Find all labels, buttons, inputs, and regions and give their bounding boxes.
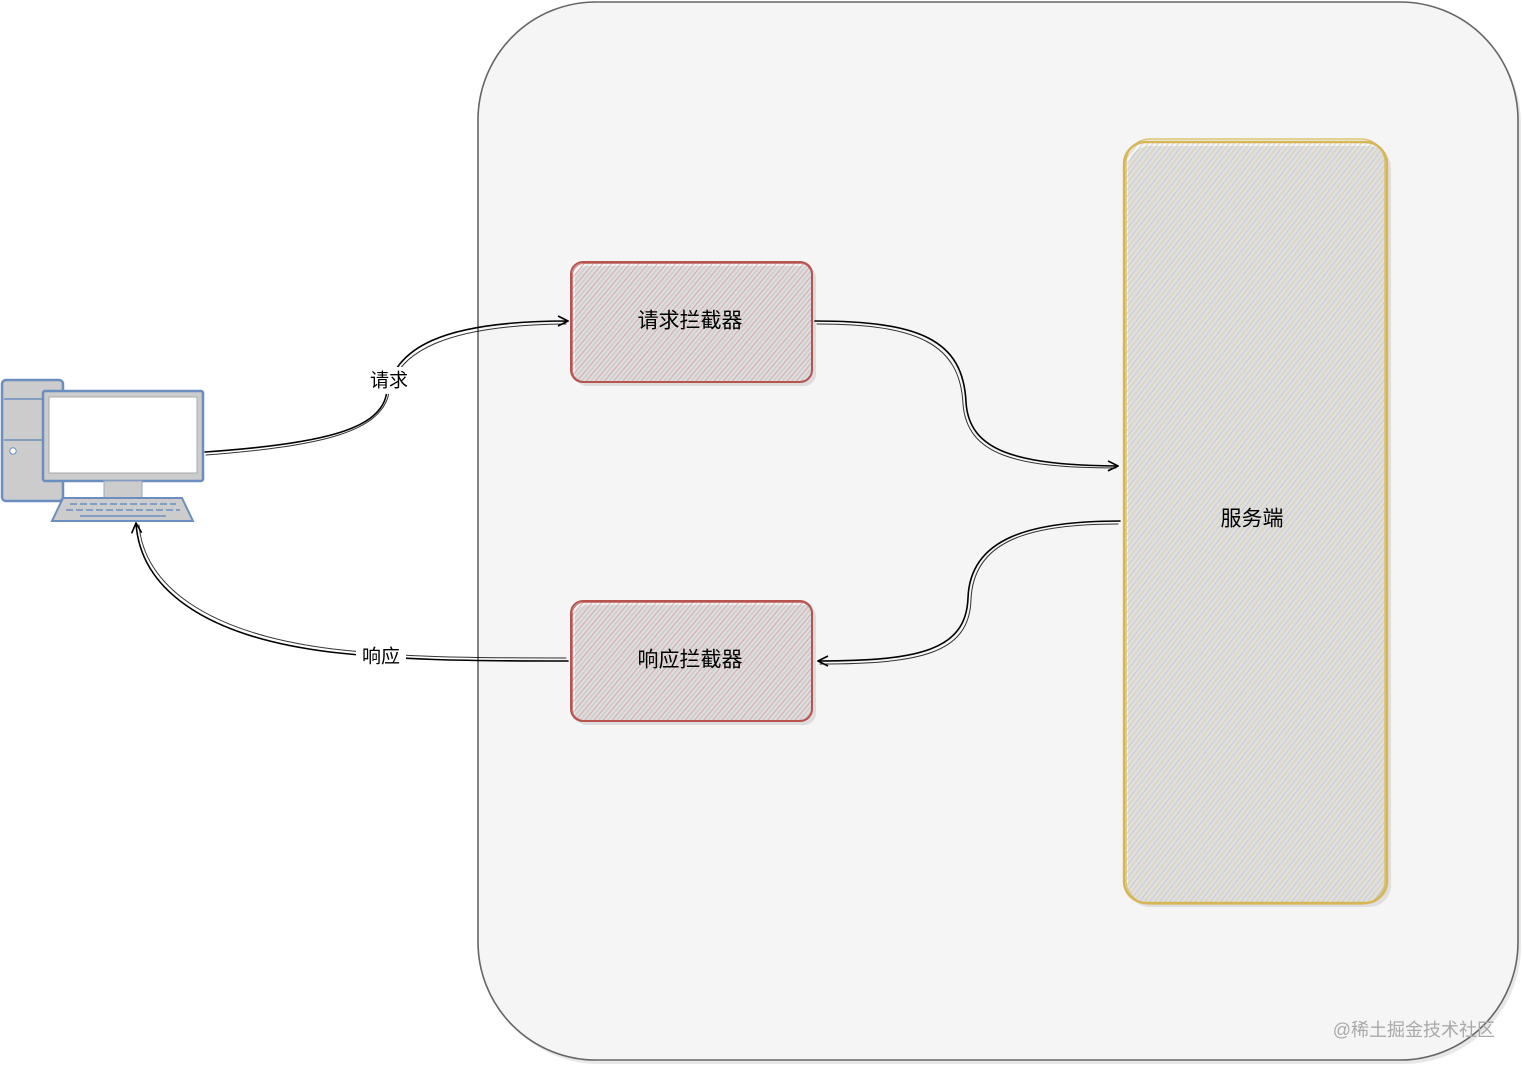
watermark-text: @稀土掘金技术社区 <box>1333 1020 1495 1040</box>
request-interceptor-node: 请求拦截器 <box>570 261 816 386</box>
response-interceptor-label: 响应拦截器 <box>638 649 743 672</box>
server-label: 服务端 <box>1221 508 1284 531</box>
request-interceptor-label: 请求拦截器 <box>638 310 743 333</box>
response-interceptor-node: 响应拦截器 <box>570 600 816 725</box>
edge-client-to-request-interceptor: 请求 <box>204 315 569 456</box>
edge-server-to-response-interceptor <box>817 520 1121 667</box>
desktop-computer-icon <box>0 378 205 522</box>
server-node: 服务端 <box>1122 138 1391 907</box>
edge-label-response: 响应 <box>362 646 400 668</box>
edge-label-request: 请求 <box>370 370 408 392</box>
edge-response-interceptor-to-client: 响应 <box>130 522 569 670</box>
edge-request-interceptor-to-server <box>814 320 1119 472</box>
